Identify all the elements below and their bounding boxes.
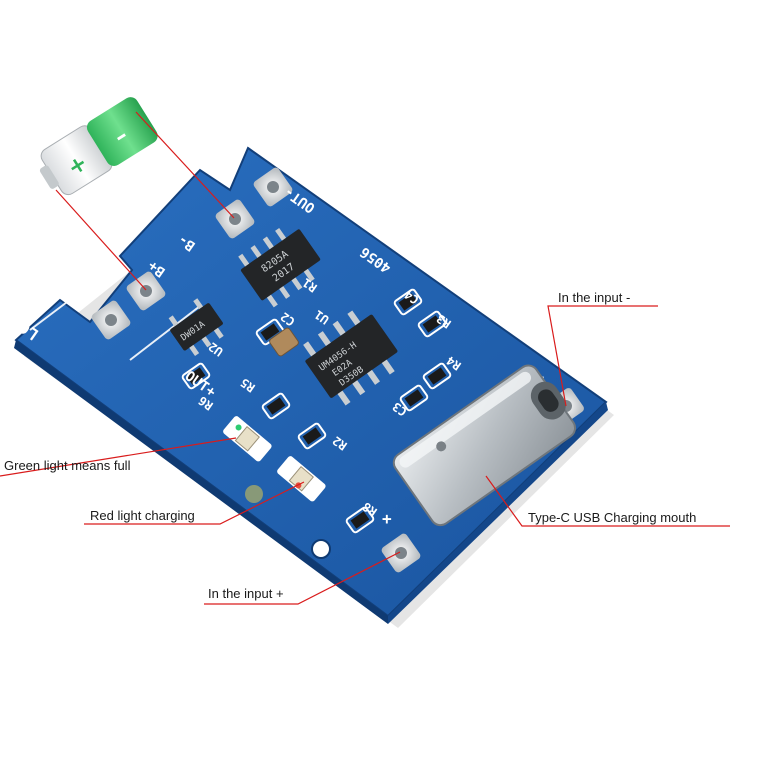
silk-u2: U2 xyxy=(206,339,226,359)
mosfet-chip: 8205A 2017 xyxy=(238,227,321,308)
type-c-leader xyxy=(485,475,730,527)
callout-input-positive: In the input + xyxy=(208,586,284,601)
callout-green-light: Green light means full xyxy=(4,458,131,473)
silkscreen-lines xyxy=(29,195,471,361)
board-model-label: LC2H00530A0 xyxy=(0,268,42,344)
silk-r6: R6 xyxy=(196,393,216,413)
input-negative-leader xyxy=(547,305,658,407)
silk-c3: C3 xyxy=(390,399,410,419)
silk-r5: R5 xyxy=(238,375,258,395)
green-light-leader xyxy=(0,437,237,477)
silk-plus: + xyxy=(382,509,392,528)
pad-top-corner xyxy=(253,167,293,207)
silk-b-plus: B+ xyxy=(145,257,168,280)
mounting-hole xyxy=(311,539,331,559)
silk-r3: R3 xyxy=(434,311,454,331)
silk-r2: R2 xyxy=(330,433,350,453)
callout-red-light: Red light charging xyxy=(90,508,195,523)
callout-type-c: Type-C USB Charging mouth xyxy=(528,510,696,525)
protector-chip: DW01A xyxy=(168,298,224,356)
green-led xyxy=(223,416,272,462)
silk-r1: R1 xyxy=(300,275,320,295)
silk-r8: R8 xyxy=(360,499,380,519)
battery-icon: + – xyxy=(39,97,158,196)
pad-m xyxy=(91,300,131,340)
silk-u1: U1 xyxy=(312,307,332,327)
usb-type-c-connector xyxy=(392,364,577,527)
callout-input-negative: In the input - xyxy=(558,290,630,305)
battery-negative-leader xyxy=(135,111,235,219)
pad-input-positive xyxy=(381,533,421,573)
battery-positive-leader xyxy=(55,189,147,291)
silk-c2: C2 xyxy=(278,309,298,329)
input-positive-leader xyxy=(204,551,401,605)
silk-b-minus: B- xyxy=(175,231,198,254)
silk-m: M xyxy=(66,288,82,306)
smd-components xyxy=(181,288,452,534)
red-light-leader xyxy=(84,481,305,525)
leader-lines xyxy=(0,111,730,605)
silk-c4: C4 xyxy=(402,287,422,307)
silk-r4: R4 xyxy=(444,353,464,373)
test-pad xyxy=(245,485,263,503)
pad-b-plus xyxy=(126,271,166,311)
